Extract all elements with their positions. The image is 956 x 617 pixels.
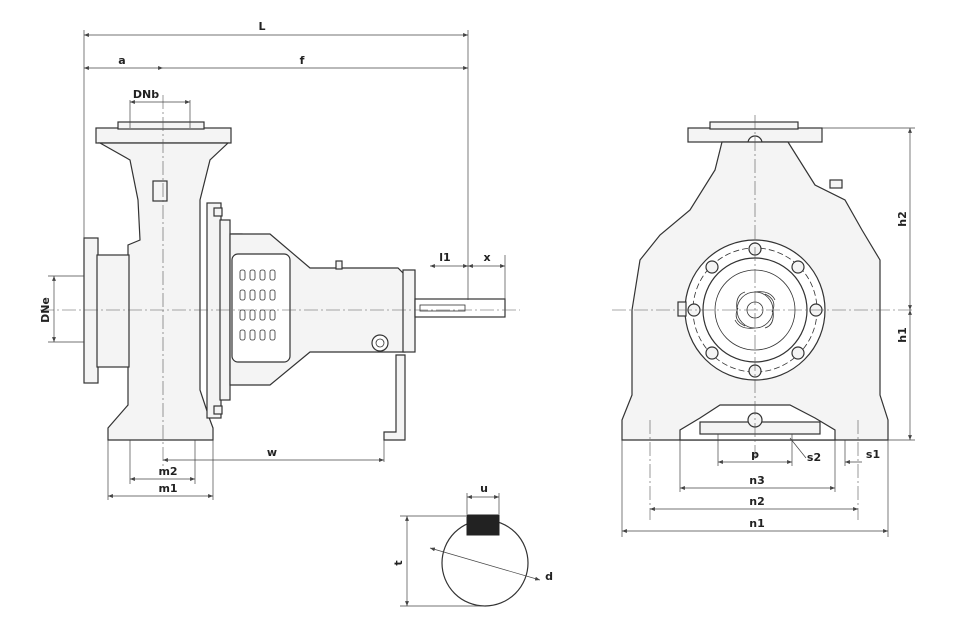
support-foot [383,354,406,441]
flange-bolts [677,179,843,428]
label-L: L [258,20,265,33]
lifting-eye [371,334,389,352]
label-s2: s2 [807,451,821,464]
bearing-cap [402,269,416,353]
label-a: a [118,54,125,67]
label-d: d [545,570,553,583]
side-view [40,95,520,470]
label-s1: s1 [866,448,880,461]
label-u: u [480,482,488,495]
label-f: f [300,54,305,67]
label-m2: m2 [158,465,177,478]
casing-cover [206,202,222,419]
label-n3: n3 [749,474,765,487]
label-DNb: DNb [133,88,159,101]
label-DNe: DNe [39,297,52,323]
front-view [612,115,915,520]
shaft [414,298,506,318]
label-w: w [267,446,277,459]
suction-flange [83,237,99,384]
label-h1: h1 [896,327,909,343]
label-p: p [751,448,759,461]
front-dimensions: h2 h1 p s2 s1 n3 n2 n1 [621,127,915,537]
discharge-flange [95,127,232,144]
vent-slots [239,269,276,341]
label-l1: l1 [439,251,450,264]
label-n2: n2 [749,495,765,508]
label-h2: h2 [896,211,909,227]
side-dimensions: L a f DNb DNe l1 x w m2 m1 [39,20,506,500]
label-x: x [483,251,490,264]
label-n1: n1 [749,517,765,530]
label-t: t [392,560,405,565]
pump-casing [97,142,230,441]
key [466,514,500,536]
label-m1: m1 [158,482,177,495]
shaft-key-detail: u t d [392,482,553,607]
bracket-window [231,253,291,363]
